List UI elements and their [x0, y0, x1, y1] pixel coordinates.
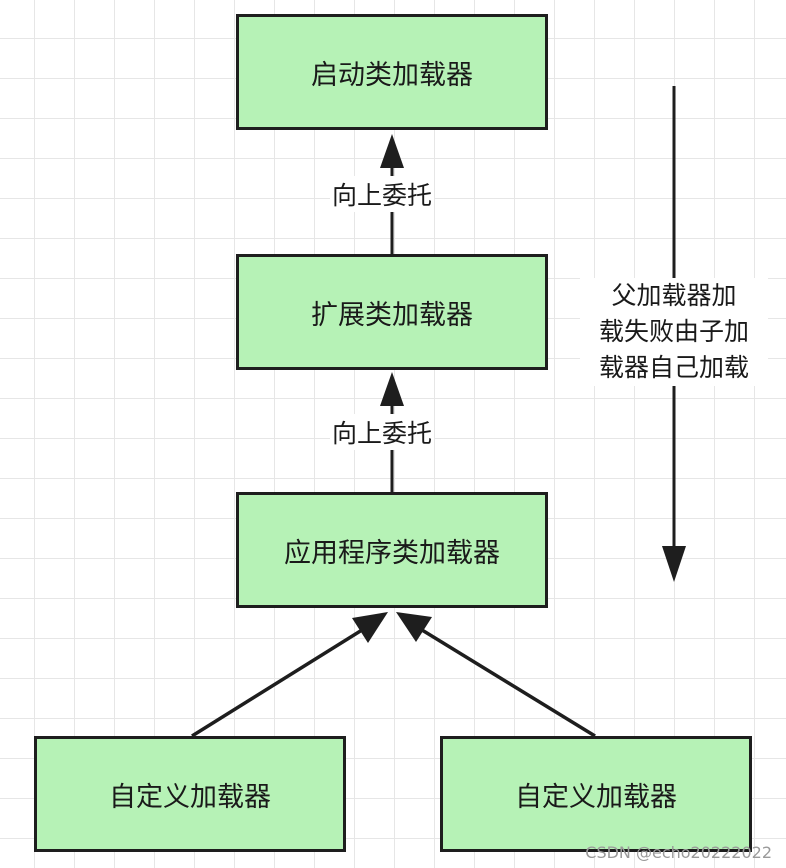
arrowhead-up-mid: [380, 372, 404, 406]
node-extension-label: 扩展类加载器: [311, 299, 473, 331]
edge-c2-to-app: [421, 628, 596, 738]
edge-label-delegate-mid: 向上委托: [330, 414, 435, 450]
arrowhead-c2: [396, 612, 432, 642]
node-custom-loader-right: 自定义加载器: [440, 736, 752, 852]
node-application-label: 应用程序类加载器: [284, 537, 500, 569]
side-note-line-1: 父加载器加: [611, 281, 737, 310]
side-note-line-3: 载器自己加载: [598, 353, 749, 382]
side-note: 父加载器加 载失败由子加 载器自己加载: [580, 278, 768, 386]
node-extension-loader: 扩展类加载器: [236, 254, 548, 370]
arrowhead-up-top: [380, 134, 404, 168]
node-custom-loader-left: 自定义加载器: [34, 736, 346, 852]
node-custom-left-label: 自定义加载器: [109, 781, 271, 813]
arrowhead-c1: [352, 612, 388, 643]
edge-label-delegate-top: 向上委托: [330, 176, 435, 212]
edge-c1-to-app: [191, 628, 363, 738]
node-bootstrap-loader: 启动类加载器: [236, 14, 548, 130]
watermark: CSDN @echo20222022: [585, 843, 772, 862]
arrowhead-down-right: [662, 546, 686, 582]
node-bootstrap-label: 启动类加载器: [311, 59, 473, 91]
node-application-loader: 应用程序类加载器: [236, 492, 548, 608]
node-custom-right-label: 自定义加载器: [515, 781, 677, 813]
side-note-line-2: 载失败由子加: [598, 317, 749, 346]
